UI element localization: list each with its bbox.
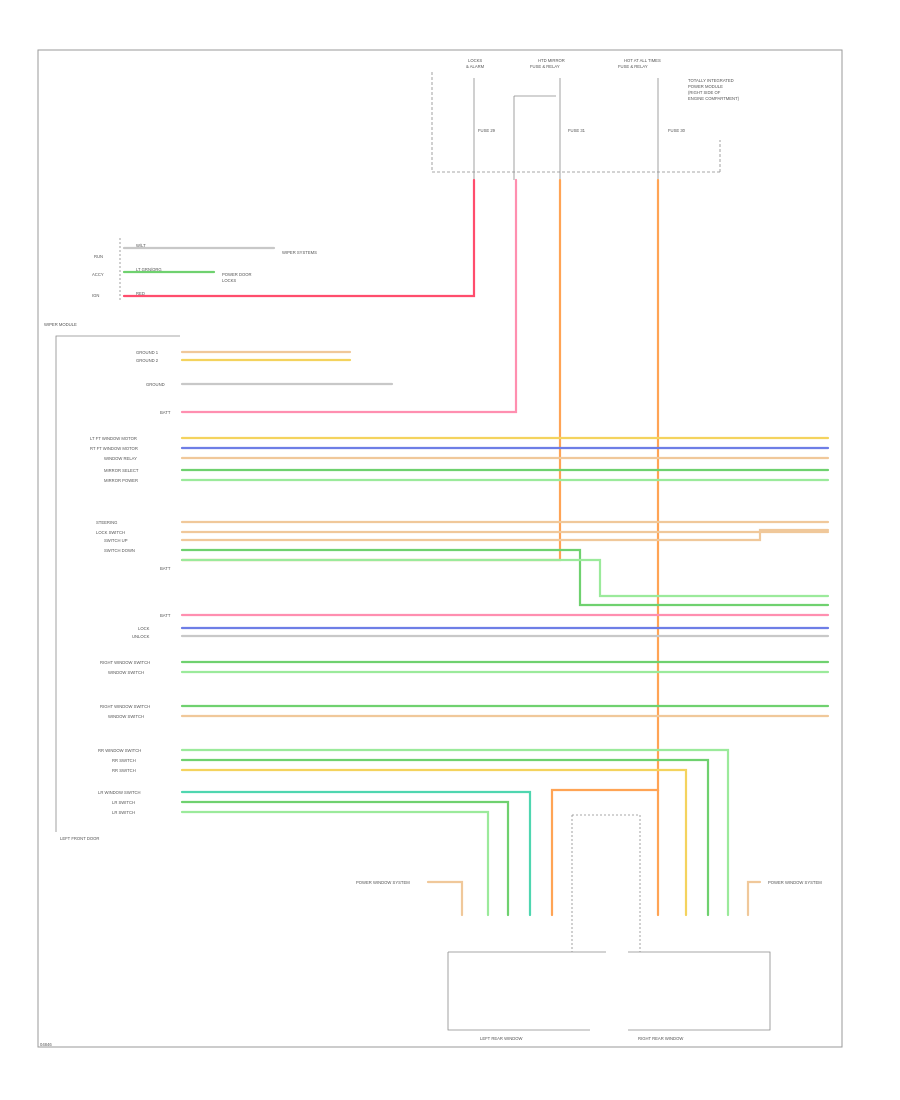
label-9: MIRROR POWER bbox=[104, 478, 138, 483]
module-bracket bbox=[55, 335, 180, 832]
upper-connector: RUN ACCY IGN W/LT LT GRN/ORG RED WIPER S… bbox=[92, 238, 317, 300]
wire-orange-2 bbox=[550, 178, 660, 917]
label-23: RR SWITCH bbox=[112, 758, 136, 763]
label-4: BATT bbox=[160, 410, 171, 415]
wire-orange-1 bbox=[180, 178, 562, 562]
label-16: LOCK bbox=[138, 626, 150, 631]
note-3: LOCKS bbox=[222, 278, 236, 283]
wire-pink-batt bbox=[180, 178, 518, 414]
label-26: LR SWITCH bbox=[112, 800, 135, 805]
note-right: POWER WINDOW SYSTEM bbox=[768, 880, 822, 885]
label-12: SWITCH UP bbox=[104, 538, 128, 543]
rear-window-modules: LEFT REAR WINDOW RIGHT REAR WINDOW POWER… bbox=[356, 814, 822, 1041]
bottom-label: LEFT FRONT DOOR bbox=[60, 836, 99, 841]
fuse-label-1: FUSE 29 bbox=[478, 128, 496, 133]
diagram-frame bbox=[37, 49, 843, 1048]
fuse-box-subtitle-3: FUSE & RELAY bbox=[618, 64, 648, 69]
label-7: WINDOW RELAY bbox=[104, 456, 137, 461]
pin-ign: IGN bbox=[92, 293, 99, 298]
fuse-box-title-1: LOCKS bbox=[468, 58, 482, 63]
label-19: WINDOW SWITCH bbox=[108, 670, 144, 675]
fuse-box-title-2: HTD MIRROR bbox=[538, 58, 565, 63]
fuse-box: LOCKS & ALARM HTD MIRROR FUSE & RELAY HO… bbox=[431, 58, 740, 180]
left-labels: GROUND 1 GROUND 2 GROUND BATT LT FT WIND… bbox=[60, 350, 171, 841]
header-note-1: TOTALLY INTEGRATED bbox=[688, 78, 734, 83]
wire-label-ign: RED bbox=[136, 291, 145, 296]
note-1: WIPER SYSTEMS bbox=[282, 250, 317, 255]
harness-wires bbox=[180, 350, 830, 917]
label-2: GROUND 2 bbox=[136, 358, 159, 363]
label-22: RR WINDOW SWITCH bbox=[98, 748, 141, 753]
wire-label-accy: LT GRN/ORG bbox=[136, 267, 162, 272]
label-15: BATT bbox=[160, 613, 171, 618]
header-note-2: POWER MODULE bbox=[688, 84, 723, 89]
label-18: RIGHT WINDOW SWITCH bbox=[100, 660, 150, 665]
pin-accy: ACCY bbox=[92, 272, 104, 277]
label-8: MIRROR SELECT bbox=[104, 468, 139, 473]
label-25: LR WINDOW SWITCH bbox=[98, 790, 141, 795]
label-17: UNLOCK bbox=[132, 634, 150, 639]
label-6: RT FT WINDOW MOTOR bbox=[90, 446, 138, 451]
label-14: BATT bbox=[160, 566, 171, 571]
module-label: WIPER MODULE bbox=[44, 322, 77, 327]
label-3: GROUND bbox=[146, 382, 165, 387]
fuse-label-3: FUSE 30 bbox=[668, 128, 686, 133]
wire-red-ign bbox=[122, 178, 476, 298]
header-note-4: ENGINE COMPARTMENT) bbox=[688, 96, 740, 101]
diagram-id: 04846 bbox=[40, 1042, 52, 1047]
label-24: RR SWITCH bbox=[112, 768, 136, 773]
pin-run: RUN bbox=[94, 254, 103, 259]
label-21: WINDOW SWITCH bbox=[108, 714, 144, 719]
module-left-rear: LEFT REAR WINDOW bbox=[480, 1036, 523, 1041]
fuse-label-2: FUSE 31 bbox=[568, 128, 586, 133]
fuse-box-subtitle-1: & ALARM bbox=[466, 64, 485, 69]
fuse-box-subtitle-2: FUSE & RELAY bbox=[530, 64, 560, 69]
module-right-rear: RIGHT REAR WINDOW bbox=[638, 1036, 683, 1041]
label-1: GROUND 1 bbox=[136, 350, 159, 355]
fuse-box-title-3: HOT AT ALL TIMES bbox=[624, 58, 661, 63]
label-11: LOCK SWITCH bbox=[96, 530, 125, 535]
label-13: SWITCH DOWN bbox=[104, 548, 135, 553]
label-27: LR SWITCH bbox=[112, 810, 135, 815]
label-20: RIGHT WINDOW SWITCH bbox=[100, 704, 150, 709]
header-note-3: (RIGHT SIDE OF bbox=[688, 90, 721, 95]
note-2: POWER DOOR bbox=[222, 272, 252, 277]
wire-label-run: W/LT bbox=[136, 243, 146, 248]
label-5: LT FT WINDOW MOTOR bbox=[90, 436, 137, 441]
note-left: POWER WINDOW SYSTEM bbox=[356, 880, 410, 885]
label-10: STEERING bbox=[96, 520, 117, 525]
